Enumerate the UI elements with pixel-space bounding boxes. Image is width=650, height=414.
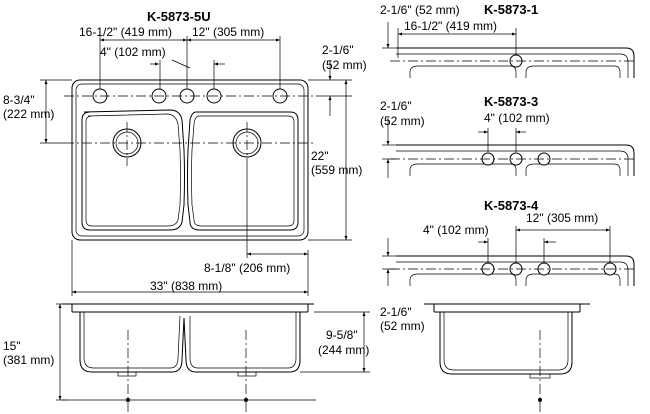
k4-view — [382, 226, 636, 286]
dim-k1-offset: 2-1/6" (52 mm) — [380, 3, 460, 17]
dim-top-offset-1: 2-1/6" — [322, 43, 354, 57]
k1-view — [382, 22, 636, 78]
dim-k1-spacing: 16-1/2" (419 mm) — [404, 19, 497, 33]
dim-k4-gap: 4" (102 mm) — [423, 223, 489, 237]
model-title-main: K-5873-5U — [147, 9, 211, 24]
bowl-profile — [79, 312, 301, 373]
dim-right-spacing: 12" (305 mm) — [192, 25, 264, 39]
dim-width: 33" (838 mm) — [150, 279, 222, 293]
left-bowl — [81, 109, 185, 231]
dim-length-1: 22" — [311, 149, 329, 163]
dim-top-offset-2: (52 mm) — [322, 58, 367, 72]
right-bowl — [187, 111, 299, 231]
model-title-k1: K-5873-1 — [484, 2, 538, 17]
k3-view — [382, 118, 636, 178]
dim-hole-gap: 4" (102 mm) — [100, 45, 166, 59]
dim-k4-right: 12" (305 mm) — [526, 211, 598, 225]
sink-outline — [71, 79, 309, 241]
dim-k3-offset-2: (52 mm) — [380, 114, 425, 128]
model-title-k3: K-5873-3 — [484, 94, 538, 109]
front-view — [56, 303, 370, 412]
dim-side-offset-2: (52 mm) — [380, 319, 425, 333]
dim-bowl-depth-1: 9-5/8" — [326, 328, 358, 342]
dim-side-offset-1: 2-1/6" — [380, 305, 412, 319]
dim-depth-2: (222 mm) — [3, 107, 54, 121]
dim-drain-offset: 8-1/8" (206 mm) — [204, 261, 290, 275]
dim-length-2: (559 mm) — [311, 163, 362, 177]
dim-left-spacing: 16-1/2" (419 mm) — [79, 25, 172, 39]
side-section-view — [424, 303, 590, 412]
dim-bowl-depth-2: (244 mm) — [318, 343, 369, 357]
model-title-k4: K-5873-4 — [484, 198, 539, 213]
dim-k3-offset-1: 2-1/6" — [380, 99, 412, 113]
dim-height-1: 15" — [3, 339, 21, 353]
top-view — [40, 36, 352, 296]
dim-depth-1: 8-3/4" — [3, 93, 35, 107]
dim-height-2: (381 mm) — [3, 353, 54, 367]
dim-k3-gap: 4" (102 mm) — [484, 111, 550, 125]
